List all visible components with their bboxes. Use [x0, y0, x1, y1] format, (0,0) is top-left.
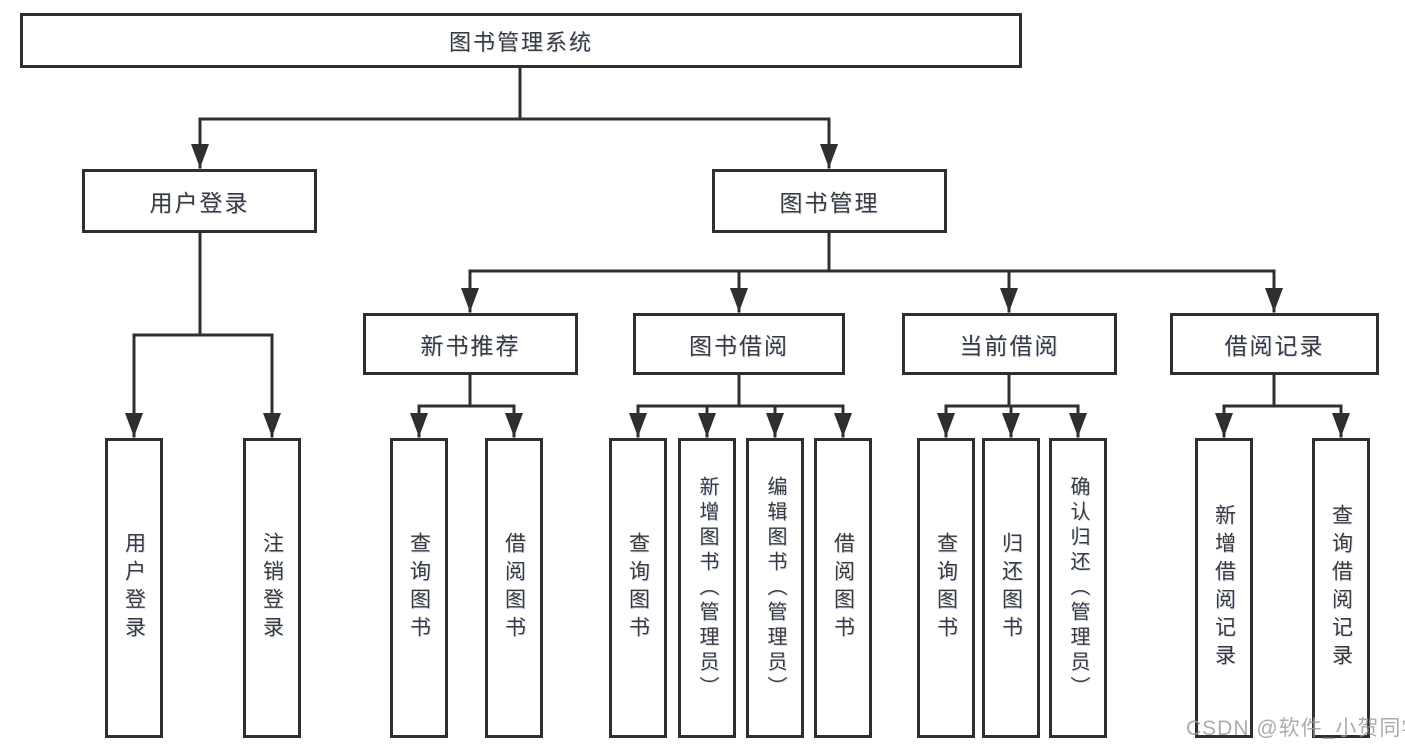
node-user-login: 用户登录 — [82, 169, 317, 233]
node-user-login-label: 用户登录 — [149, 190, 250, 216]
leaf-borrow-books-recommend-label: 借阅图书 — [502, 532, 526, 644]
leaf-logout-label: 注销登录 — [260, 532, 284, 644]
node-root: 图书管理系统 — [20, 13, 1022, 68]
leaf-add-book-admin: 新增图书（管理员） — [678, 438, 736, 738]
leaf-return-book: 归还图书 — [982, 438, 1040, 738]
leaf-add-borrow-record-label: 新增借阅记录 — [1212, 504, 1236, 672]
leaf-query-books-recommend: 查询图书 — [390, 438, 448, 738]
node-book-management-label: 图书管理 — [779, 190, 880, 216]
leaf-add-book-admin-label: 新增图书（管理员） — [696, 475, 718, 701]
node-book-borrow: 图书借阅 — [633, 313, 845, 375]
leaf-query-books-recommend-label: 查询图书 — [407, 532, 431, 644]
node-book-management: 图书管理 — [712, 169, 947, 233]
leaf-query-books-current: 查询图书 — [917, 438, 975, 738]
node-current-borrow-label: 当前借阅 — [959, 333, 1060, 359]
leaf-logout: 注销登录 — [243, 438, 301, 738]
node-borrow-records: 借阅记录 — [1170, 313, 1379, 375]
leaf-borrow-books-recommend: 借阅图书 — [485, 438, 543, 738]
leaf-query-borrow-record-label: 查询借阅记录 — [1329, 504, 1353, 672]
node-root-label: 图书管理系统 — [448, 29, 593, 55]
leaf-query-books-current-label: 查询图书 — [934, 532, 958, 644]
leaf-query-books-borrow-label: 查询图书 — [626, 532, 650, 644]
node-current-borrow: 当前借阅 — [902, 313, 1117, 375]
leaf-return-book-label: 归还图书 — [999, 532, 1023, 644]
leaf-user-login-label: 用户登录 — [122, 532, 146, 644]
leaf-borrow-books-label: 借阅图书 — [831, 532, 855, 644]
watermark: CSDN @软件_小贺同学 — [1186, 717, 1405, 740]
leaf-edit-book-admin: 编辑图书（管理员） — [746, 438, 804, 738]
leaf-query-borrow-record: 查询借阅记录 — [1312, 438, 1370, 738]
node-book-borrow-label: 图书借阅 — [689, 333, 789, 359]
leaf-confirm-return-admin: 确认归还（管理员） — [1049, 438, 1107, 738]
node-borrow-records-label: 借阅记录 — [1224, 333, 1325, 359]
leaf-borrow-books: 借阅图书 — [814, 438, 872, 738]
leaf-confirm-return-admin-label: 确认归还（管理员） — [1067, 475, 1089, 701]
leaf-query-books-borrow: 查询图书 — [609, 438, 667, 738]
leaf-user-login: 用户登录 — [105, 438, 163, 738]
leaf-edit-book-admin-label: 编辑图书（管理员） — [764, 475, 786, 701]
node-new-book-recommend-label: 新书推荐 — [420, 333, 521, 359]
leaf-add-borrow-record: 新增借阅记录 — [1195, 438, 1253, 738]
node-new-book-recommend: 新书推荐 — [363, 313, 578, 375]
